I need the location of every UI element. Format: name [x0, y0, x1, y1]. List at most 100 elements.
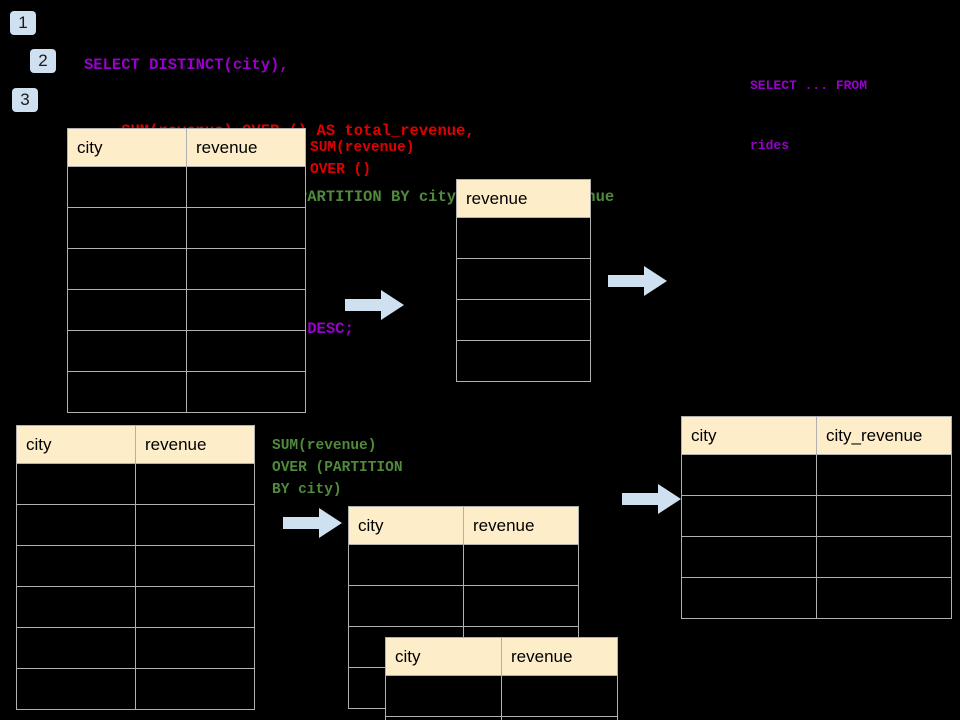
cell-city	[67, 330, 187, 372]
cell-revenue	[456, 340, 591, 382]
cell-revenue	[186, 166, 306, 208]
side-note-select-from-rides: SELECT ... FROM rides	[750, 36, 867, 196]
cell-revenue	[186, 330, 306, 372]
table-header-row: city revenue	[67, 128, 306, 167]
column-header-city: city	[16, 425, 136, 464]
table-row	[456, 340, 591, 382]
cell-revenue	[135, 586, 255, 628]
table-row	[16, 627, 255, 669]
cell-city-revenue	[816, 495, 952, 537]
cell-city-revenue	[816, 577, 952, 619]
cell-city	[67, 248, 187, 290]
cell-city	[67, 207, 187, 249]
table-row	[16, 504, 255, 546]
cell-revenue	[501, 675, 618, 717]
table-source-bottom: city revenue	[16, 425, 255, 710]
cell-city	[348, 544, 464, 586]
cell-revenue	[186, 289, 306, 331]
table-row	[67, 166, 306, 208]
arrow-source-to-total	[345, 290, 404, 320]
table-row	[16, 586, 255, 628]
step-badge-1: 1	[10, 11, 36, 35]
column-header-city-revenue: city_revenue	[816, 416, 952, 455]
cell-city	[681, 454, 817, 496]
table-result: city city_revenue	[681, 416, 952, 619]
cell-city	[385, 675, 502, 717]
cell-revenue	[186, 371, 306, 413]
table-header-row: city revenue	[348, 506, 579, 545]
cell-revenue	[135, 545, 255, 587]
table-row	[67, 371, 306, 413]
table-row	[385, 675, 618, 717]
cell-city	[385, 716, 502, 720]
table-row	[67, 248, 306, 290]
table-row	[456, 217, 591, 259]
table-row	[348, 544, 579, 586]
cell-city	[67, 289, 187, 331]
table-row	[681, 495, 952, 537]
cell-city-revenue	[816, 454, 952, 496]
cell-revenue	[135, 627, 255, 669]
table-header-row: city city_revenue	[681, 416, 952, 455]
cell-city	[16, 463, 136, 505]
column-header-city: city	[385, 637, 502, 676]
cell-city	[348, 585, 464, 627]
arrow-partition-to-result	[622, 484, 681, 514]
table-row	[16, 545, 255, 587]
cell-city	[16, 545, 136, 587]
table-partition-a: city revenue	[348, 506, 579, 709]
cell-revenue	[186, 207, 306, 249]
table-header-row: city revenue	[385, 637, 618, 676]
cell-city	[16, 586, 136, 628]
table-row	[16, 463, 255, 505]
side-note-line-2: rides	[750, 138, 790, 153]
table-row	[348, 585, 579, 627]
cell-revenue	[135, 463, 255, 505]
cell-revenue	[463, 585, 579, 627]
cell-revenue	[501, 716, 618, 720]
column-header-revenue: revenue	[186, 128, 306, 167]
cell-city	[681, 495, 817, 537]
table-total-revenue: revenue	[456, 179, 591, 382]
cell-city	[16, 504, 136, 546]
column-header-revenue: revenue	[501, 637, 618, 676]
table-partition-b: city revenue	[385, 637, 618, 720]
column-header-revenue: revenue	[135, 425, 255, 464]
cell-city	[681, 577, 817, 619]
table-row	[67, 207, 306, 249]
step-badge-2: 2	[30, 49, 56, 73]
annotation-sum-over-partition: SUM(revenue) OVER (PARTITION BY city)	[272, 438, 403, 498]
table-source-top: city revenue	[67, 128, 306, 413]
table-row	[456, 299, 591, 341]
cell-revenue	[186, 248, 306, 290]
column-header-revenue: revenue	[463, 506, 579, 545]
table-row	[456, 258, 591, 300]
table-row	[67, 289, 306, 331]
cell-revenue	[135, 504, 255, 546]
side-note-line-1: SELECT ... FROM	[750, 78, 868, 93]
arrow-source-to-partition	[283, 508, 342, 538]
cell-revenue	[463, 544, 579, 586]
sql-line-select: SELECT DISTINCT(city),	[84, 56, 289, 74]
annotation-sum-over-empty: SUM(revenue) OVER ()	[310, 140, 415, 178]
column-header-city: city	[681, 416, 817, 455]
table-header-row: revenue	[456, 179, 591, 218]
cell-revenue	[456, 258, 591, 300]
table-row	[385, 716, 618, 720]
column-header-city: city	[348, 506, 464, 545]
table-row	[67, 330, 306, 372]
cell-city	[16, 668, 136, 710]
table-row	[16, 668, 255, 710]
column-header-revenue: revenue	[456, 179, 591, 218]
step-badge-3: 3	[12, 88, 38, 112]
table-row	[681, 454, 952, 496]
table-row	[681, 577, 952, 619]
cell-revenue	[456, 217, 591, 259]
cell-city	[681, 536, 817, 578]
cell-city	[67, 166, 187, 208]
table-header-row: city revenue	[16, 425, 255, 464]
cell-revenue	[456, 299, 591, 341]
cell-revenue	[135, 668, 255, 710]
column-header-city: city	[67, 128, 187, 167]
